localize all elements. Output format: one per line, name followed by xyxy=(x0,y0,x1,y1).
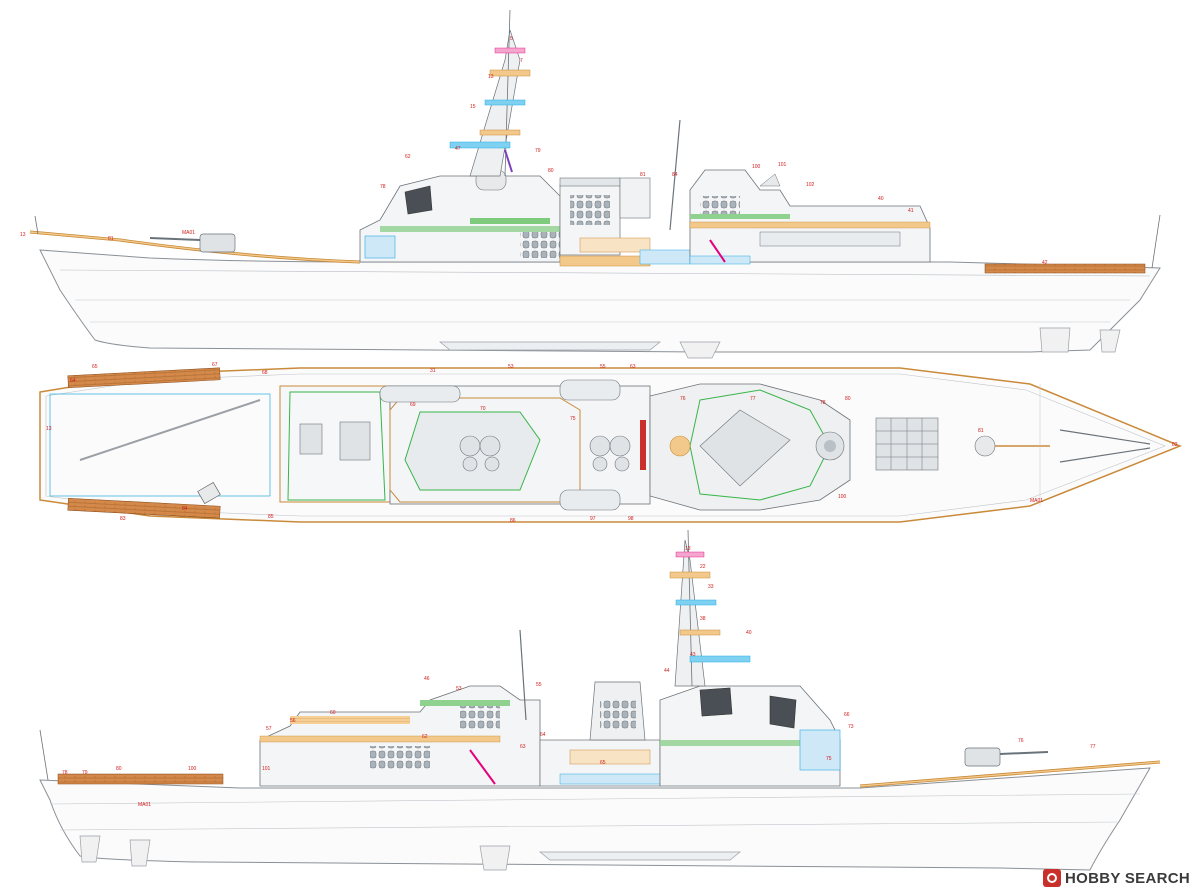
port-aft-superstructure xyxy=(259,629,541,787)
callout-number: 101 xyxy=(262,766,271,772)
callout-number: 7 xyxy=(520,58,523,64)
callout-number: 63 xyxy=(630,364,636,370)
callout-number: 65 xyxy=(92,364,98,370)
callout-number: 43 xyxy=(690,652,696,658)
callout-number: 81 xyxy=(108,236,114,242)
callout-number: 65 xyxy=(600,760,606,766)
callout-number: 85 xyxy=(268,514,274,520)
callout-number: 63 xyxy=(520,744,526,750)
callout-number: 33 xyxy=(708,584,714,590)
callout-number: 79 xyxy=(535,148,541,154)
callout-number: 22 xyxy=(700,564,706,570)
watermark-text: HOBBY SEARCH xyxy=(1064,869,1190,887)
port-forward-superstructure xyxy=(659,685,841,787)
callout-number: 78 xyxy=(820,400,826,406)
callout-number: 55 xyxy=(536,682,542,688)
callout-number: 81 xyxy=(978,428,984,434)
callout-number: 5 xyxy=(510,36,513,42)
callout-number: 77 xyxy=(750,396,756,402)
callout-number: 62 xyxy=(422,734,428,740)
callout-number: 84 xyxy=(672,172,678,178)
callout-number: MA01 xyxy=(1030,498,1043,504)
callout-number: MA01 xyxy=(138,802,151,808)
hobby-search-watermark: HOBBY SEARCH xyxy=(1042,867,1190,889)
aft-superstructure xyxy=(689,169,931,265)
callout-number: 40 xyxy=(746,630,752,636)
callout-number: 75 xyxy=(570,416,576,422)
callout-number: 76 xyxy=(1018,738,1024,744)
callout-number: 82 xyxy=(1172,442,1178,448)
midship-structure xyxy=(559,119,691,267)
callout-number: 38 xyxy=(700,616,706,622)
callout-number: 64 xyxy=(70,378,76,384)
forward-superstructure xyxy=(359,169,561,263)
callout-number: 102 xyxy=(806,182,815,188)
hobby-search-logo-icon xyxy=(1042,869,1061,887)
callout-number: 69 xyxy=(410,402,416,408)
starboard-profile-view xyxy=(29,9,1161,359)
callout-number: 80 xyxy=(116,766,122,772)
callout-number: 62 xyxy=(405,154,411,160)
callout-number: 97 xyxy=(590,516,596,522)
callout-number: 101 xyxy=(778,162,787,168)
callout-number: 78 xyxy=(62,770,68,776)
callout-number: 77 xyxy=(1090,744,1096,750)
starboard-stern-planking xyxy=(984,263,1146,274)
callout-number: 86 xyxy=(510,518,516,524)
callout-number: 46 xyxy=(424,676,430,682)
callout-number: MA01 xyxy=(182,230,195,236)
forward-mast xyxy=(449,9,531,177)
callout-number: 80 xyxy=(845,396,851,402)
callout-number: 47 xyxy=(455,146,461,152)
callout-number: 40 xyxy=(878,196,884,202)
callout-number: 68 xyxy=(262,370,268,376)
callout-number: 57 xyxy=(266,726,272,732)
callout-number: 15 xyxy=(470,104,476,110)
callout-number: 42 xyxy=(1042,260,1048,266)
callout-number: 60 xyxy=(330,710,336,716)
callout-number: 41 xyxy=(908,208,914,214)
callout-number: 13 xyxy=(685,546,691,552)
callout-number: 13 xyxy=(46,426,52,432)
callout-number: 81 xyxy=(640,172,646,178)
callout-number: 75 xyxy=(826,756,832,762)
forward-vls-cells xyxy=(875,417,939,471)
deck-plan-view xyxy=(39,367,1182,523)
callout-number: 66 xyxy=(844,712,850,718)
port-hull xyxy=(39,767,1151,871)
callout-number: 100 xyxy=(188,766,197,772)
callout-number: 44 xyxy=(664,668,670,674)
callout-number: 80 xyxy=(548,168,554,174)
forward-gun-mount xyxy=(149,233,236,253)
callout-number: 100 xyxy=(752,164,761,170)
callout-number: 13 xyxy=(488,74,494,80)
callout-number: 56 xyxy=(290,718,296,724)
port-forward-mast xyxy=(669,529,751,687)
callout-number: 31 xyxy=(430,368,436,374)
port-stern-planking xyxy=(57,773,224,785)
callout-number: 53 xyxy=(508,364,514,370)
callout-number: 67 xyxy=(212,362,218,368)
callout-number: 55 xyxy=(600,364,606,370)
callout-number: 83 xyxy=(120,516,126,522)
callout-number: 100 xyxy=(838,494,847,500)
port-midship xyxy=(539,681,661,787)
callout-number: 64 xyxy=(540,732,546,738)
callout-number: 73 xyxy=(848,724,854,730)
port-profile-view xyxy=(39,529,1161,871)
callout-number: 98 xyxy=(628,516,634,522)
callout-number: 84 xyxy=(182,506,188,512)
callout-number: 79 xyxy=(82,770,88,776)
callout-number: 78 xyxy=(380,184,386,190)
callout-number: 76 xyxy=(680,396,686,402)
callout-number: 13 xyxy=(20,232,26,238)
callout-number: 53 xyxy=(456,686,462,692)
callout-number: 70 xyxy=(480,406,486,412)
